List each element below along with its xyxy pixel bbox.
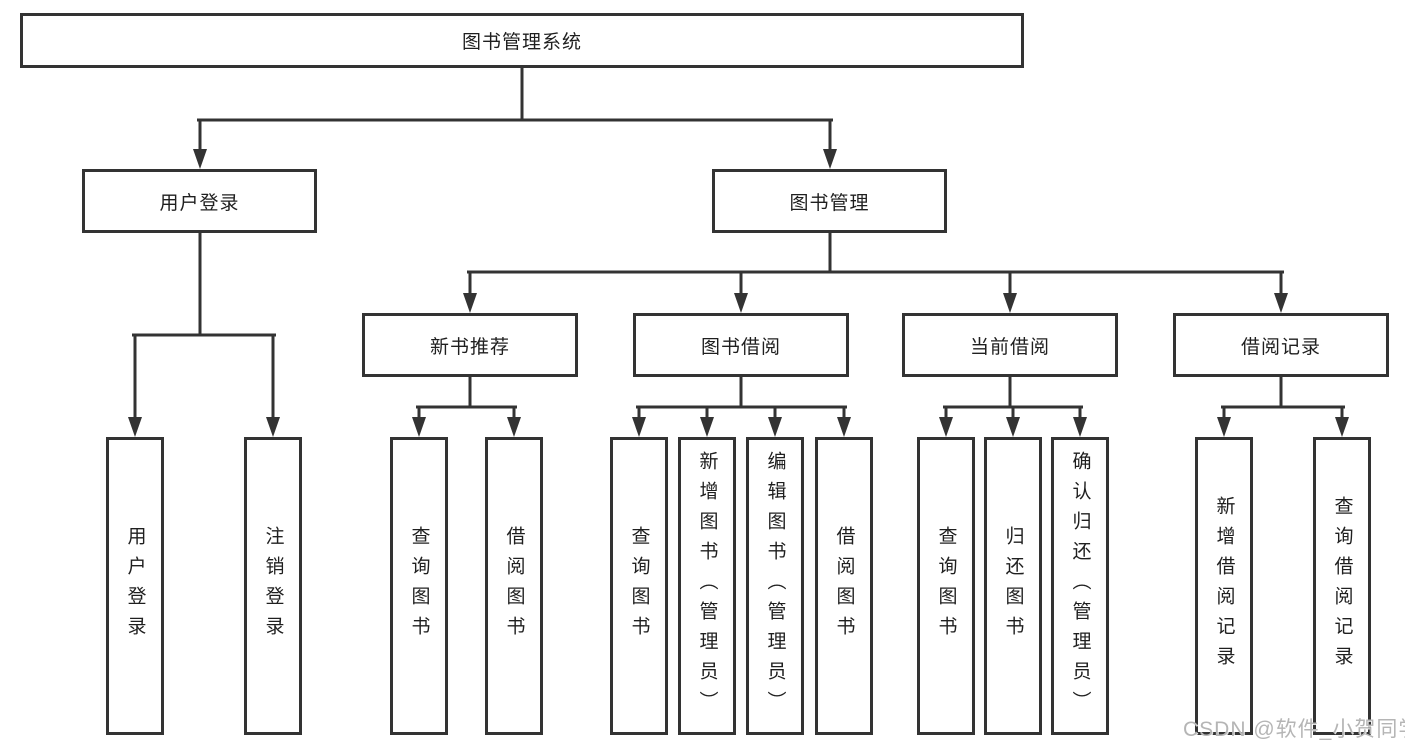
leaf-add-borrow-record: 新增借阅记录 (1195, 437, 1253, 735)
leaf-label: 借阅图书 (833, 526, 855, 646)
connector-borrowrecords-to-leaves (1221, 375, 1345, 422)
connector-currentborrow-to-leaves (943, 375, 1083, 422)
leaf-label: 新增图书（管理员） (696, 451, 718, 721)
leaf-query-borrow-record: 查询借阅记录 (1313, 437, 1371, 735)
node-root-label: 图书管理系统 (461, 32, 582, 53)
leaf-logout: 注销登录 (244, 437, 302, 735)
leaf-label: 借阅图书 (503, 526, 525, 646)
leaf-borrow-books: 借阅图书 (815, 437, 873, 735)
leaf-label: 查询图书 (408, 526, 430, 646)
leaf-return-books: 归还图书 (984, 437, 1042, 735)
leaf-label: 查询借阅记录 (1331, 496, 1353, 676)
leaf-recommend-borrow-books: 借阅图书 (485, 437, 543, 735)
node-new-book-recommend-label: 新书推荐 (429, 336, 510, 358)
leaf-label: 查询图书 (935, 526, 957, 646)
connector-root-to-level2 (197, 66, 833, 154)
leaf-label: 新增借阅记录 (1213, 496, 1235, 676)
leaf-label: 查询图书 (628, 526, 650, 646)
connector-userlogin-to-leaves (132, 231, 276, 422)
arrowheads (128, 149, 1349, 437)
leaf-label: 注销登录 (262, 526, 284, 646)
connector-bookmgmt-to-level3 (467, 231, 1284, 298)
node-new-book-recommend: 新书推荐 (362, 313, 578, 377)
leaf-edit-books-admin: 编辑图书（管理员） (746, 437, 804, 735)
node-current-borrow-label: 当前借阅 (969, 336, 1050, 358)
leaf-label: 编辑图书（管理员） (764, 451, 786, 721)
leaf-label: 用户登录 (124, 526, 146, 646)
node-root: 图书管理系统 (20, 13, 1024, 68)
leaf-label: 归还图书 (1002, 526, 1024, 646)
node-user-login-label: 用户登录 (159, 192, 240, 214)
node-current-borrow: 当前借阅 (902, 313, 1118, 377)
leaf-recommend-query-books: 查询图书 (390, 437, 448, 735)
node-book-borrow-label: 图书借阅 (700, 336, 781, 358)
node-book-borrow: 图书借阅 (633, 313, 849, 377)
leaf-borrow-query-books: 查询图书 (610, 437, 668, 735)
leaf-current-query-books: 查询图书 (917, 437, 975, 735)
node-borrow-records: 借阅记录 (1173, 313, 1389, 377)
leaf-confirm-return-admin: 确认归还（管理员） (1051, 437, 1109, 735)
node-user-login: 用户登录 (82, 169, 317, 233)
node-borrow-records-label: 借阅记录 (1240, 336, 1321, 358)
leaf-label: 确认归还（管理员） (1069, 451, 1091, 721)
leaf-add-books-admin: 新增图书（管理员） (678, 437, 736, 735)
leaf-user-login: 用户登录 (106, 437, 164, 735)
node-book-management: 图书管理 (712, 169, 947, 233)
node-book-management-label: 图书管理 (789, 192, 870, 214)
connector-bookborrow-to-leaves (636, 375, 847, 422)
connector-newbook-to-leaves (416, 375, 517, 422)
csdn-watermark: CSDN @软件_小贺同学 (1183, 718, 1405, 741)
